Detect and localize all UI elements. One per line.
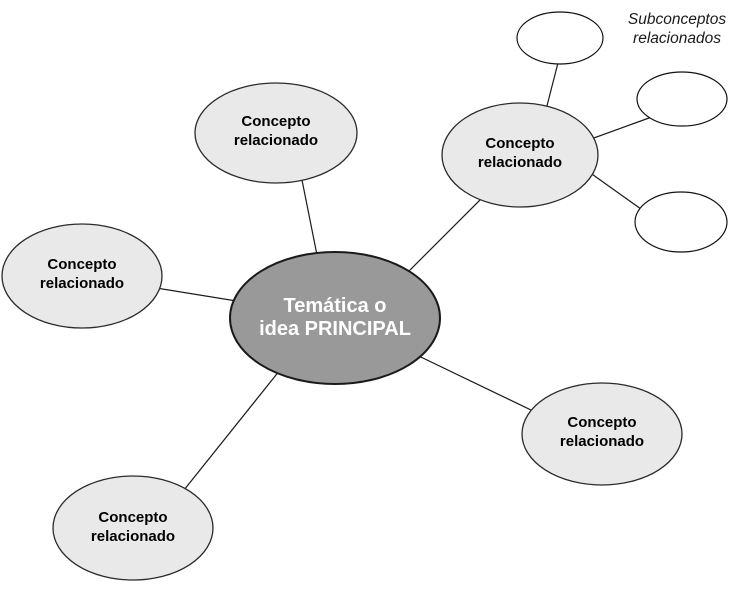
connector-central-to-bottom-left [167,354,293,511]
node-subconcept-right [636,71,728,127]
node-related-top-right [441,102,599,208]
node-subconcept-top [516,11,604,65]
node-related-bottom-left [52,475,214,581]
node-related-left [1,223,163,329]
node-subconcept-bottom-right [634,191,728,253]
node-related-bottom-right [521,382,683,486]
node-related-top [194,82,358,184]
node-central [229,251,441,385]
